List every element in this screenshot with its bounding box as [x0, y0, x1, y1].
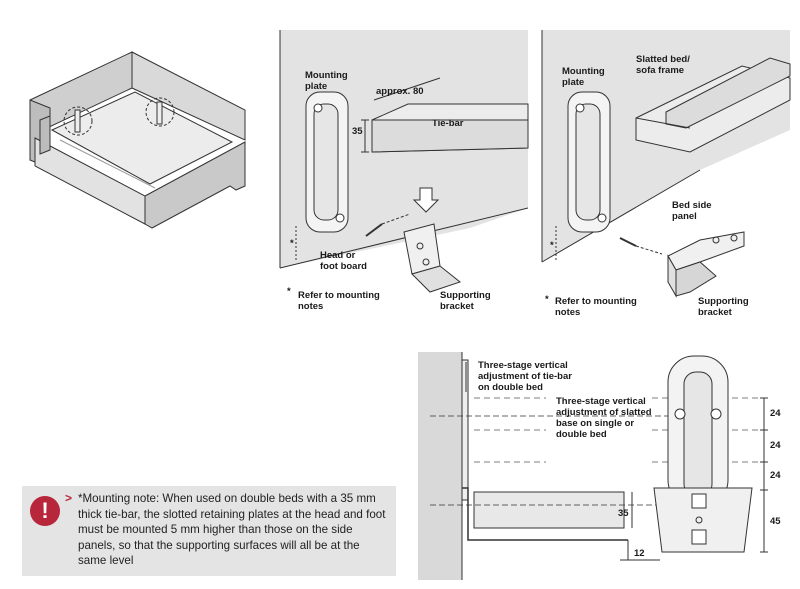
panel-adjustment	[418, 352, 768, 580]
panel-tie-bar	[279, 30, 529, 293]
bed-frame-illustration	[29, 51, 246, 229]
asterisk-note-c: *	[545, 294, 549, 305]
dim-35-b: 35	[352, 126, 363, 137]
tie-bar-label: Tie-bar	[432, 118, 464, 129]
asterisk-note-b: *	[287, 286, 291, 297]
dim-24-c: 24	[770, 470, 781, 481]
note-arrow: >	[65, 491, 73, 505]
mounting-note-box	[22, 486, 396, 576]
dim-24-b: 24	[770, 440, 781, 451]
screw-b	[365, 213, 411, 237]
dim-24-a: 24	[770, 408, 781, 419]
dim-12: 12	[634, 548, 645, 559]
mounting-note-text: *Mounting note: When used on double beds…	[78, 492, 386, 568]
asterisk-b: *	[290, 238, 294, 249]
dim-35-d: 35	[618, 508, 629, 519]
slatted-frame-label: Slatted bed/sofa frame	[636, 54, 690, 76]
supporting-bracket-b	[403, 223, 462, 293]
panel-slatted-frame	[541, 30, 791, 298]
mounting-plate-b	[305, 91, 349, 233]
asterisk-c: *	[550, 240, 554, 251]
approx-80-label: approx. 80	[376, 86, 424, 97]
dim-45: 45	[770, 516, 781, 527]
exclamation-icon: !	[30, 496, 60, 526]
